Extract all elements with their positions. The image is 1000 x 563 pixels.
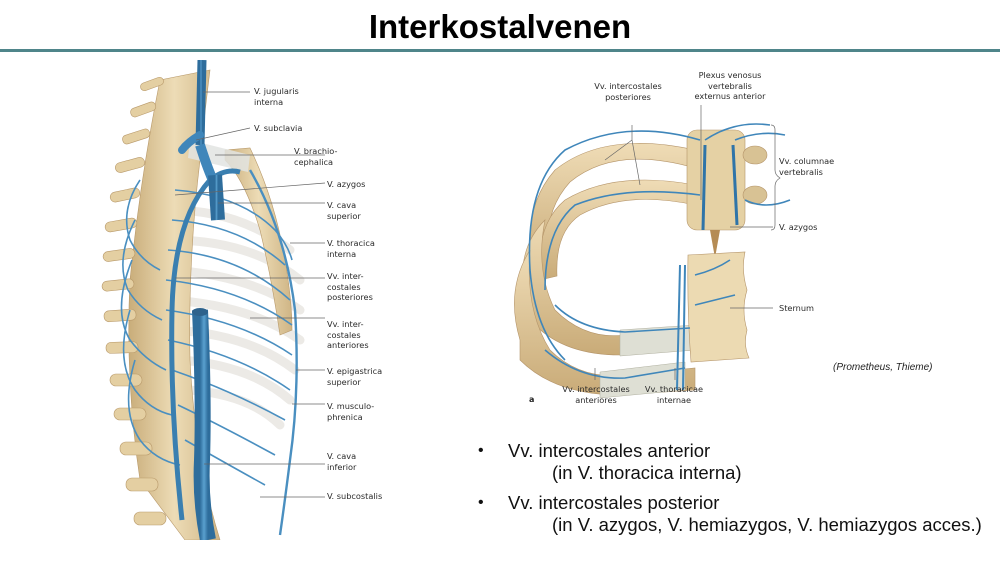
rib-lower-2 bbox=[514, 249, 696, 396]
label-vv-columnae-vertebralis: Vv. columnae vertebralis bbox=[779, 156, 835, 177]
rib-upper-2 bbox=[539, 179, 696, 281]
label-plexus-venosus: Plexus venosus vertebralis externus ante… bbox=[694, 70, 766, 101]
superior-vena-cava bbox=[208, 174, 225, 221]
label-v-brachiocephalica: V. brachio- cephalica bbox=[294, 146, 338, 167]
internal-thoracic-vein bbox=[248, 169, 298, 536]
bullet-sub-text: (in V. azygos, V. hemiazygos, V. hemiazy… bbox=[552, 514, 982, 535]
bullet-marker: • bbox=[478, 442, 484, 459]
bullet-item: • Vv. intercostales anterior (in V. thor… bbox=[478, 440, 982, 484]
image-credit: (Prometheus, Thieme) bbox=[833, 362, 933, 373]
azygos-vein bbox=[169, 168, 241, 521]
intercostal-veins bbox=[528, 123, 791, 379]
label-vv-intercostales-anteriores-right: Vv. intercostales anteriores bbox=[562, 384, 630, 405]
label-v-thoracica-interna: V. thoracica interna bbox=[327, 238, 375, 259]
label-vv-thoracicae-internae: Vv. thoracicae internae bbox=[644, 384, 704, 405]
leader-lines bbox=[174, 91, 326, 498]
sternum bbox=[687, 251, 750, 363]
label-v-jugularis-interna: V. jugularis interna bbox=[254, 86, 299, 107]
bullet-main-text: Vv. intercostales posterior bbox=[508, 492, 720, 513]
label-v-cava-superior: V. cava superior bbox=[327, 200, 361, 221]
inferior-vena-cava bbox=[192, 309, 216, 540]
title-divider bbox=[0, 49, 1000, 52]
label-vv-intercostales-posteriores: Vv. inter- costales posteriores bbox=[327, 271, 373, 302]
jugular-vein bbox=[195, 60, 207, 146]
label-vv-intercostales-anteriores: Vv. inter- costales anteriores bbox=[327, 319, 369, 350]
label-vv-intercostales-posteriores-right: Vv. intercostales posteriores bbox=[594, 81, 662, 102]
bullet-main-text: Vv. intercostales anterior bbox=[508, 440, 711, 461]
label-v-subclavia: V. subclavia bbox=[254, 123, 303, 133]
label-v-cava-inferior: V. cava inferior bbox=[327, 451, 357, 472]
bullet-item: • Vv. intercostales posterior (in V. azy… bbox=[478, 492, 982, 536]
vertebral-processes bbox=[101, 76, 167, 526]
internal-thoracic-veins bbox=[676, 264, 686, 391]
bracket bbox=[770, 124, 781, 231]
rib-lower-1 bbox=[522, 219, 696, 356]
label-v-epigastrica-superior: V. epigastrica superior bbox=[327, 366, 383, 387]
label-v-azygos: V. azygos bbox=[327, 179, 366, 189]
label-v-musculophrenica: V. musculo- phrenica bbox=[327, 401, 375, 422]
intercostal-veins bbox=[120, 179, 293, 486]
bullet-sub-text: (in V. thoracica interna) bbox=[552, 462, 742, 483]
label-sternum: Sternum bbox=[779, 303, 815, 313]
slide-title: Interkostalvenen bbox=[368, 8, 632, 45]
bullet-list: • Vv. intercostales anterior (in V. thor… bbox=[478, 440, 982, 544]
label-v-azygos-right: V. azygos bbox=[779, 222, 818, 232]
vertebral-venous-plexus bbox=[701, 144, 739, 231]
subclavian-vein bbox=[178, 131, 204, 154]
vertebra bbox=[686, 129, 768, 258]
thorax-lateral-illustration bbox=[101, 60, 326, 540]
rib-segment-illustration bbox=[514, 105, 791, 399]
bullet-marker: • bbox=[478, 494, 484, 511]
leader-lines bbox=[594, 105, 773, 380]
label-v-subcostalis: V. subcostalis bbox=[327, 491, 383, 501]
panel-letter: a bbox=[529, 395, 535, 404]
